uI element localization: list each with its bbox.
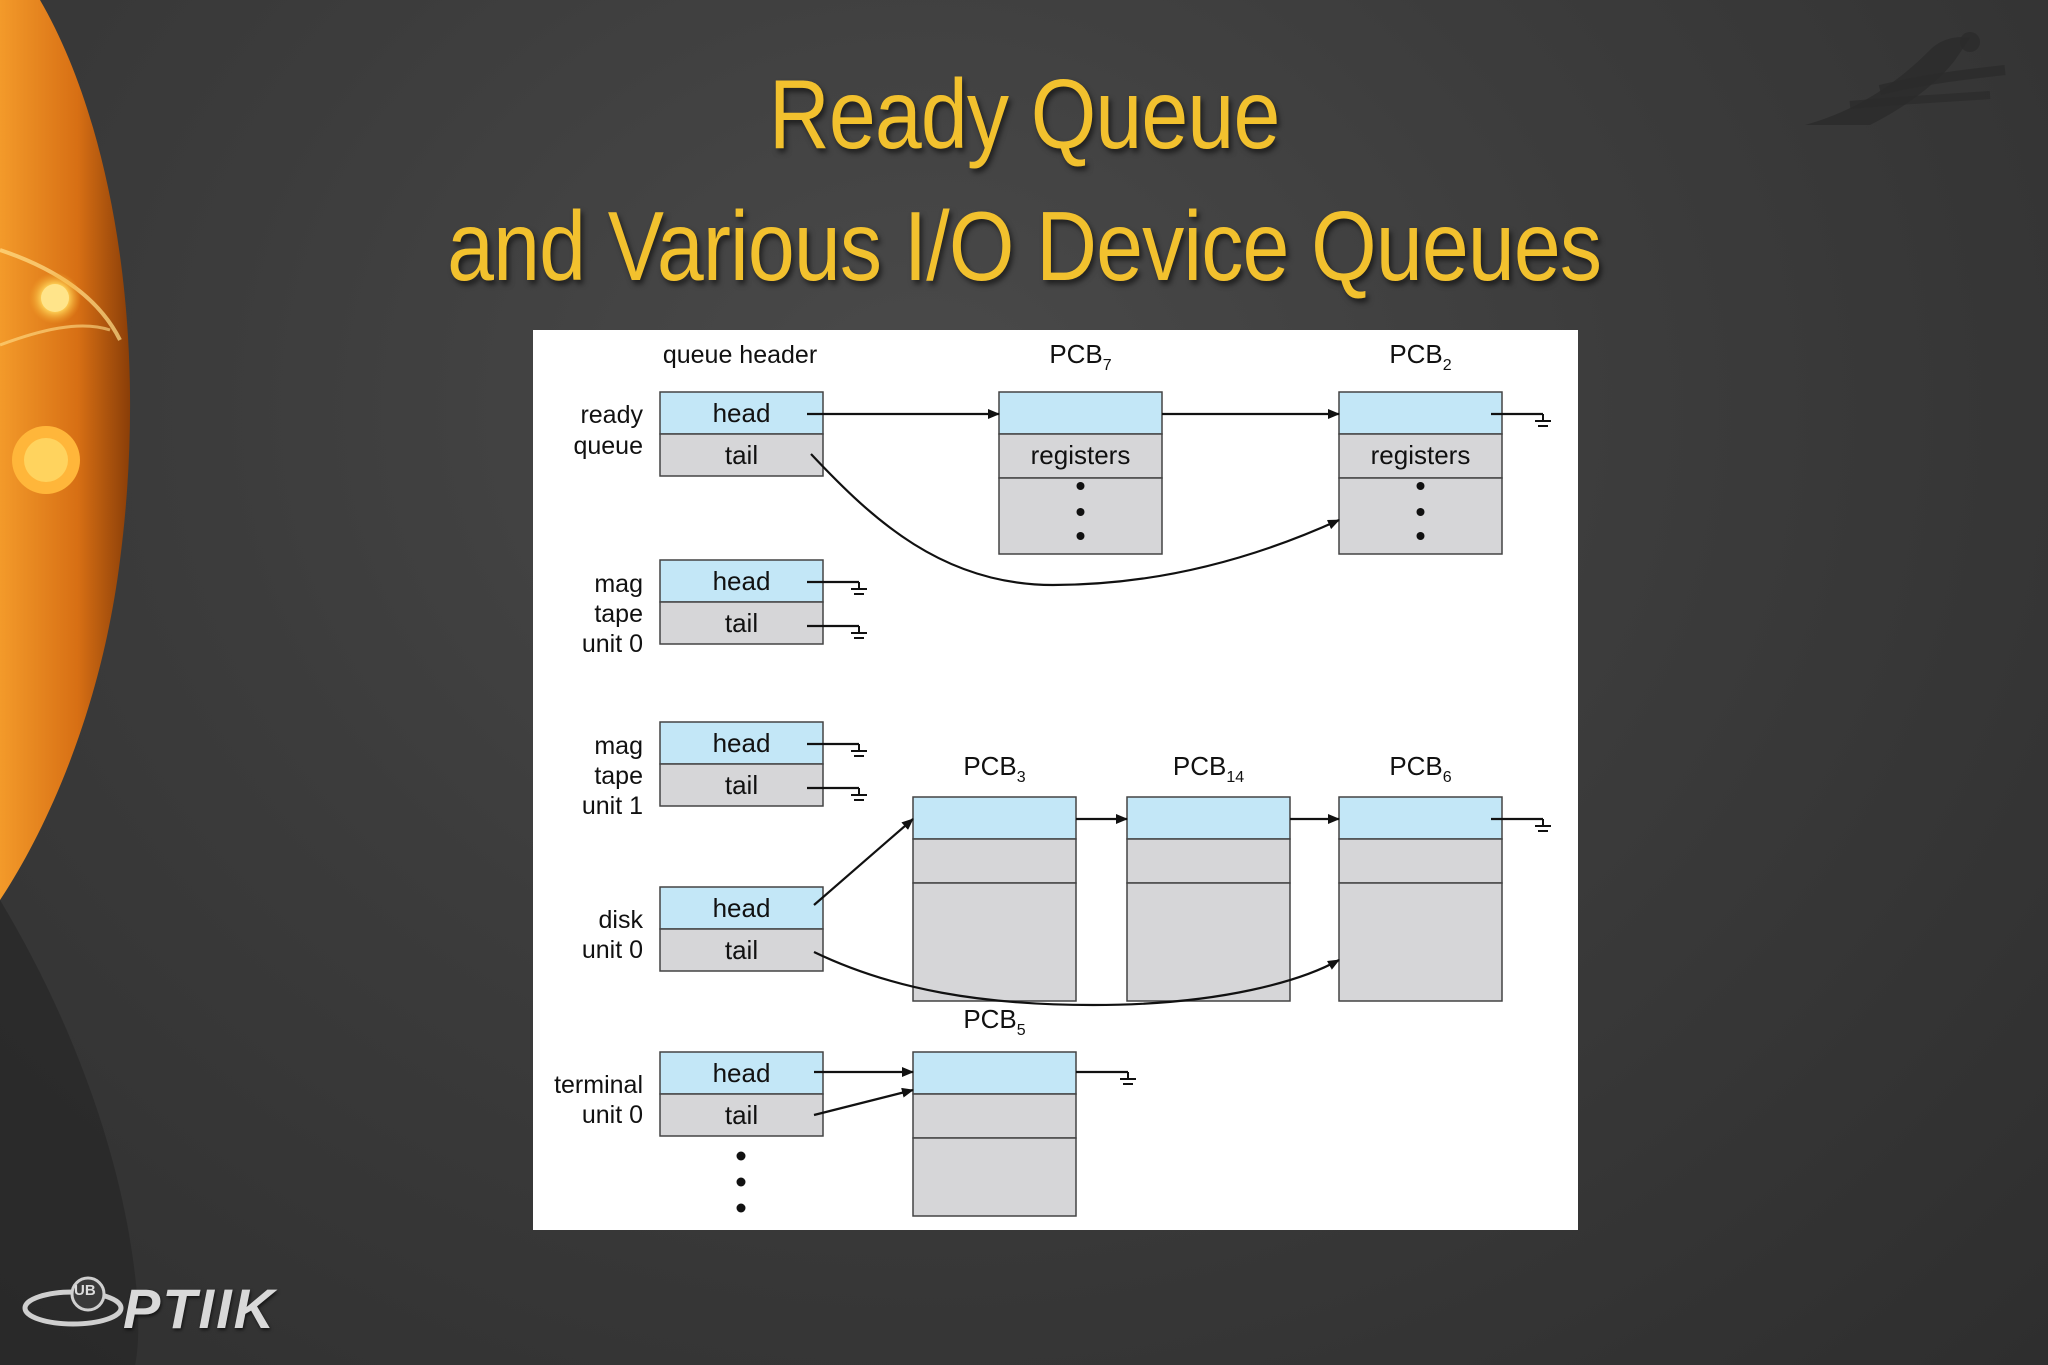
slide-title-line-2: and Various I/O Device Queues xyxy=(447,191,1602,301)
pcb-field-cell xyxy=(912,838,1077,884)
pcb-registers-label: registers xyxy=(1031,440,1131,470)
queue-tail-cell xyxy=(659,1093,824,1137)
pcb-head-cell xyxy=(998,391,1163,435)
pcb-field-cell xyxy=(1338,838,1503,884)
emblem-logo xyxy=(1805,32,2006,125)
slide-title-line-1: Ready Queue xyxy=(768,59,1280,169)
queue-head-label: head xyxy=(713,1058,771,1088)
pcb-head-cell xyxy=(1338,796,1503,840)
ellipsis-dot xyxy=(1076,508,1085,516)
queue-head-label: head xyxy=(713,398,771,428)
ellipsis-dot xyxy=(1076,532,1085,540)
queue-name-label: disk xyxy=(599,906,644,934)
pcb-name-label: PCB6 xyxy=(1389,751,1451,786)
pcb-body-cell xyxy=(912,1137,1077,1217)
pcb-field-cell xyxy=(912,1093,1077,1139)
ellipsis-dot xyxy=(736,1203,746,1213)
pcb-name-label: PCB3 xyxy=(963,751,1025,786)
queue-tail-label: tail xyxy=(725,1100,758,1130)
ub-badge: UB xyxy=(74,1282,96,1299)
queue-tail-label: tail xyxy=(725,935,758,965)
queue-name-label: tape xyxy=(594,762,643,790)
arrow-disk-head xyxy=(813,818,914,906)
null-pointer-symbol xyxy=(1491,412,1551,427)
arrow-disk-tail xyxy=(813,951,1340,1007)
queue-name-label: terminal xyxy=(554,1071,643,1099)
ptiik-logo-text: PTIIK xyxy=(123,1277,277,1340)
queue-name-label: unit 0 xyxy=(582,630,643,658)
null-pointer-symbol xyxy=(807,624,867,639)
pcb-body-cell xyxy=(1126,882,1291,1002)
queue-header-label: queue header xyxy=(663,341,817,369)
ellipsis-dot xyxy=(736,1151,746,1161)
pcb-head-cell xyxy=(912,1051,1077,1095)
queue-name-label: unit 0 xyxy=(582,1101,643,1129)
ptiik-logo: UB PTIIK xyxy=(18,1268,338,1350)
queue-head-label: head xyxy=(713,566,771,596)
ellipsis-dot xyxy=(736,1177,746,1187)
queue-tail-label: tail xyxy=(725,440,758,470)
null-pointer-symbol xyxy=(807,742,867,757)
ellipsis-dot xyxy=(1076,482,1085,490)
queue-name-label: mag xyxy=(594,732,643,760)
pcb-field-cell xyxy=(1126,838,1291,884)
queue-tail-cell xyxy=(659,601,824,645)
queue-name-label: unit 0 xyxy=(582,936,643,964)
pcb-name-label: PCB5 xyxy=(963,1004,1025,1039)
ptiik-swoosh-icon xyxy=(22,1276,124,1327)
queue-tail-cell xyxy=(659,928,824,972)
ellipsis-dot xyxy=(1416,508,1425,516)
queue-tail-cell xyxy=(659,433,824,477)
ellipsis-dot xyxy=(1416,532,1425,540)
pcb-name-label: PCB14 xyxy=(1173,751,1244,786)
queue-head-label: head xyxy=(713,728,771,758)
null-pointer-symbol xyxy=(807,786,867,801)
queue-name-label: mag xyxy=(594,570,643,598)
queue-tail-label: tail xyxy=(725,608,758,638)
queue-tail-label: tail xyxy=(725,770,758,800)
pcb-field-cell xyxy=(998,433,1163,479)
queue-head-cell xyxy=(659,391,824,435)
queue-name-label: tape xyxy=(594,600,643,628)
queue-tail-cell xyxy=(659,763,824,807)
queue-head-label: head xyxy=(713,893,771,923)
pcb-field-cell xyxy=(1338,433,1503,479)
diagram-canvas: queue header head tail ready queue head tail ma… xyxy=(554,339,1551,1217)
queue-diagram: queue header head tail ready queue head tail ma… xyxy=(533,330,1578,1230)
ellipsis-dot xyxy=(1416,482,1425,490)
queue-name-label: queue xyxy=(573,432,643,460)
pcb-name-label: PCB2 xyxy=(1389,339,1451,374)
null-pointer-symbol xyxy=(1491,817,1551,832)
pcb-registers-label: registers xyxy=(1371,440,1471,470)
queue-name-label: ready xyxy=(580,401,643,429)
arrow-terminal-tail xyxy=(813,1087,914,1117)
pcb-head-cell xyxy=(1126,796,1291,840)
pcb-body-cell xyxy=(1338,882,1503,1002)
queue-head-cell xyxy=(659,1051,824,1095)
pcb-name-label: PCB7 xyxy=(1049,339,1111,374)
null-pointer-symbol xyxy=(1076,1070,1136,1085)
null-pointer-symbol xyxy=(807,580,867,595)
queue-head-cell xyxy=(659,559,824,603)
queue-name-label: unit 1 xyxy=(582,792,643,820)
pcb-body-cell xyxy=(912,882,1077,1002)
pcb-head-cell xyxy=(1338,391,1503,435)
arrow-ready-tail xyxy=(810,453,1340,587)
pcb-head-cell xyxy=(912,796,1077,840)
